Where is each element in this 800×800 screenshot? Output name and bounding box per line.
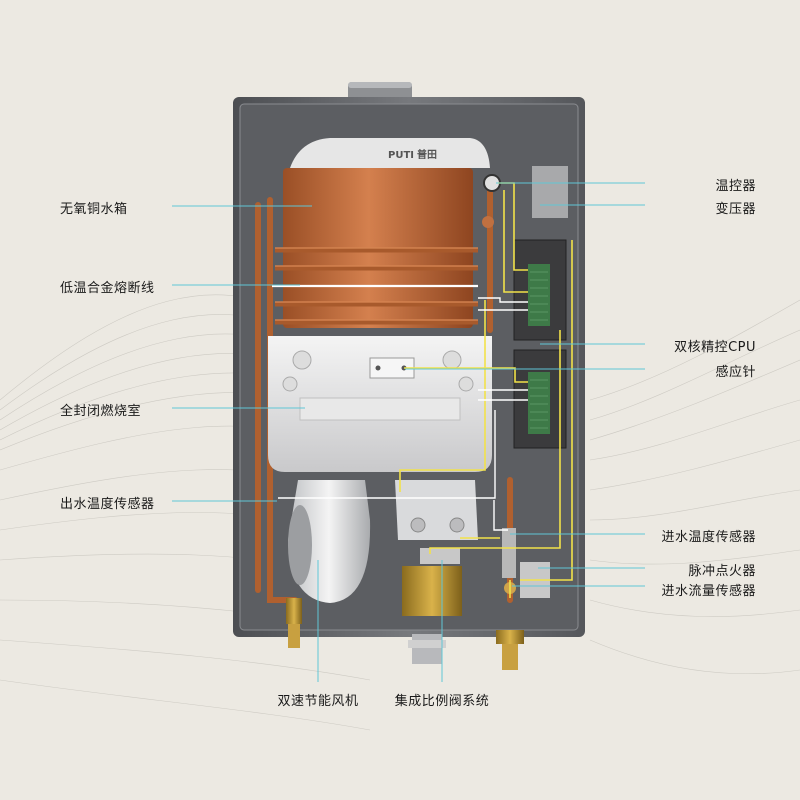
brand-logo-latin: PUTI xyxy=(388,150,414,161)
callout-lines xyxy=(172,182,645,682)
copper-coils xyxy=(275,247,478,325)
wiring-white xyxy=(278,297,528,531)
label-sensing-needle: 感应针 xyxy=(715,365,756,380)
label-dual-core-cpu: 双核精控CPU xyxy=(674,340,756,355)
brand-logo-cn: 普田 xyxy=(417,148,437,161)
label-copper-water-tank: 无氧铜水箱 xyxy=(60,202,128,217)
bottom-fittings xyxy=(286,598,524,670)
label-thermostat: 温控器 xyxy=(715,179,756,194)
label-inlet-flow-sensor: 进水流量传感器 xyxy=(661,584,756,599)
label-proportional-valve: 集成比例阀系统 xyxy=(394,694,490,709)
valve-coil xyxy=(402,566,462,616)
label-pulse-igniter: 脉冲点火器 xyxy=(688,564,756,579)
background-waves xyxy=(0,294,800,731)
exchanger-hood xyxy=(290,138,490,168)
label-combustion-chamber: 全封闭燃烧室 xyxy=(60,404,142,419)
gas-valve xyxy=(395,480,478,540)
label-fuse-wire: 低温合金熔断线 xyxy=(60,281,155,296)
transformer-box xyxy=(532,166,568,218)
inlet-temp-sensor xyxy=(502,528,516,578)
label-inlet-temp-sensor: 进水温度传感器 xyxy=(661,530,756,545)
label-transformer: 变压器 xyxy=(715,202,756,217)
label-outlet-temp-sensor: 出水温度传感器 xyxy=(60,497,155,512)
wiring-yellow xyxy=(399,182,573,598)
label-dual-speed-fan: 双速节能风机 xyxy=(277,694,359,709)
